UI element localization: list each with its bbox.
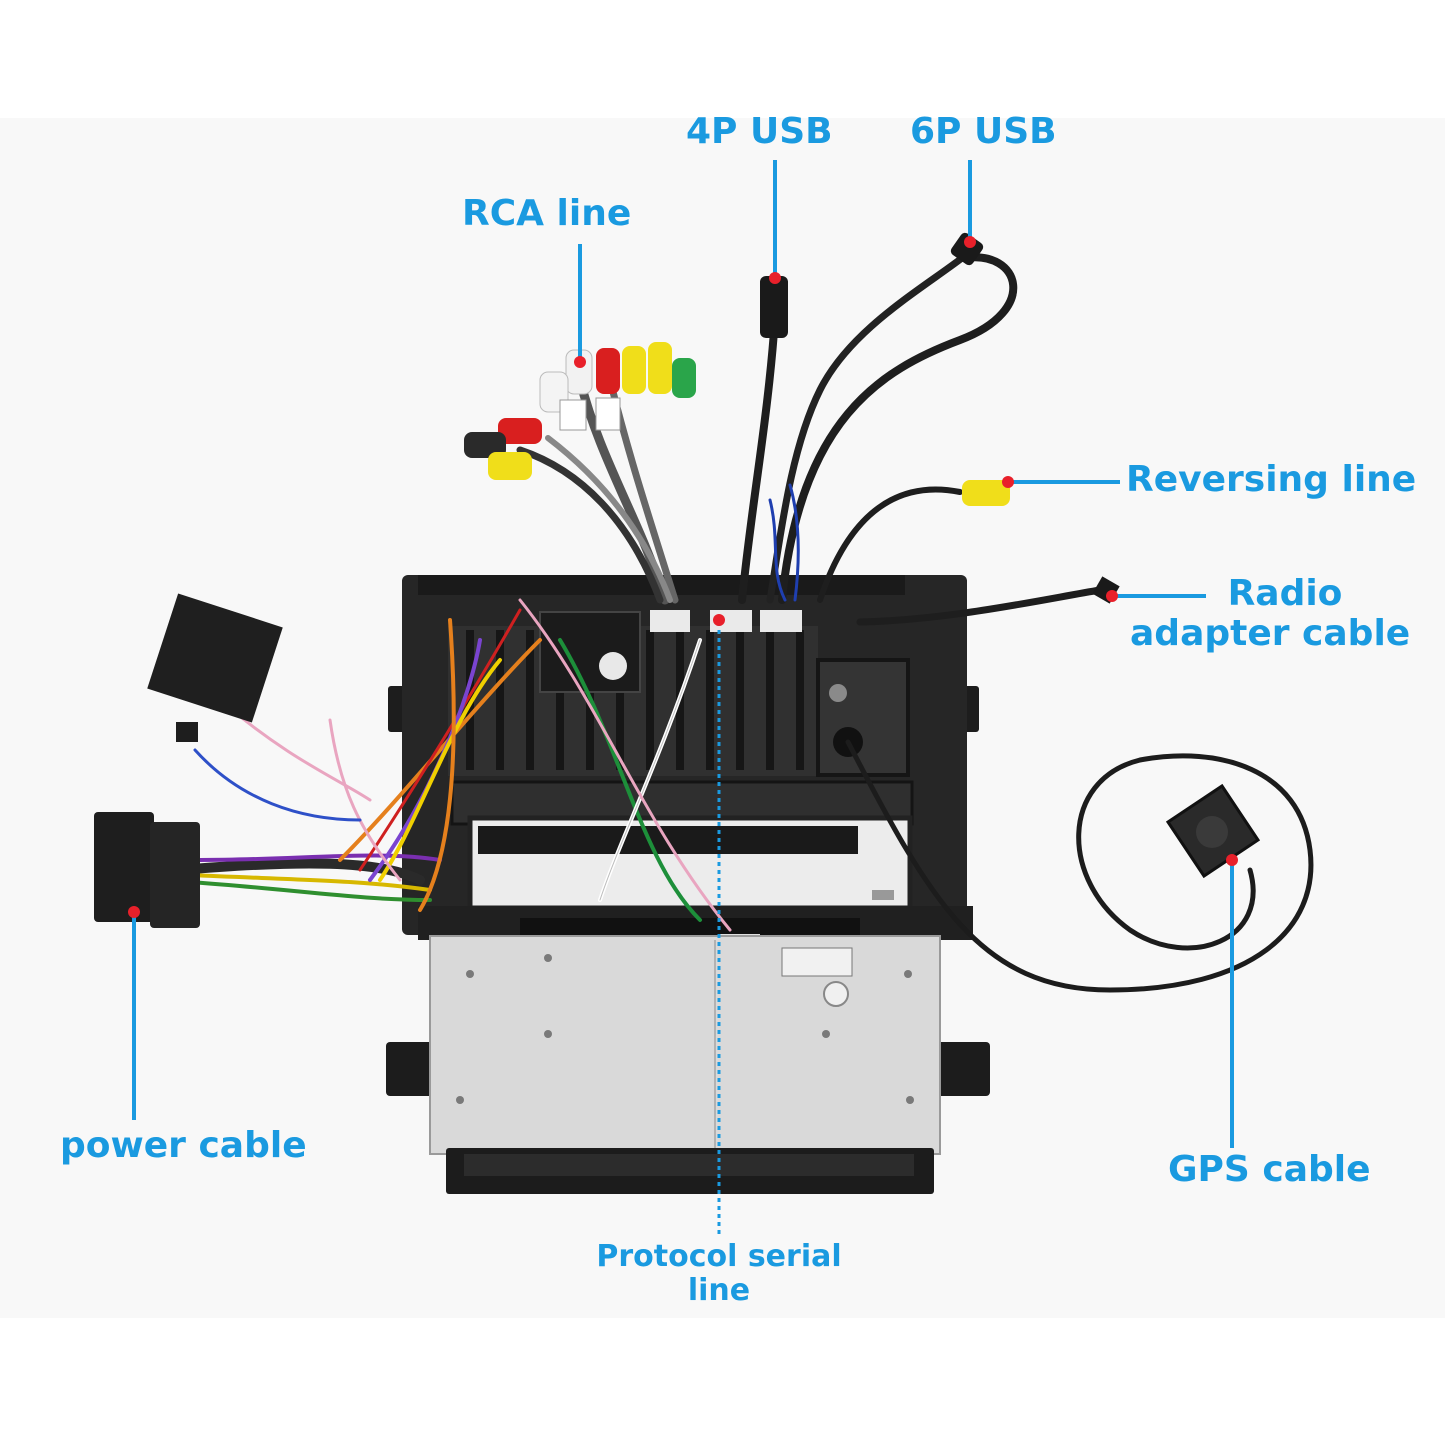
label-protocol-serial-line: Protocol serial line [584, 1240, 854, 1307]
head-unit [386, 575, 990, 1096]
metal-case [429, 935, 941, 1194]
label-power-cable: power cable [60, 1125, 307, 1166]
cables [175, 253, 1314, 993]
gps-antenna-icon [1165, 783, 1261, 879]
label-gps-cable: GPS cable [1168, 1149, 1371, 1190]
label-radio-line1: Radio [1227, 573, 1343, 614]
label-reversing-line: Reversing line [1126, 459, 1417, 500]
label-protocol-line2: line [687, 1272, 751, 1308]
label-rca-line: RCA line [462, 193, 632, 234]
label-protocol-line1: Protocol serial [596, 1239, 842, 1274]
marker-dots [128, 236, 1238, 918]
rca-connector-icon [464, 342, 696, 480]
label-6p-usb: 6P USB [910, 111, 1057, 152]
harness-plug-icon [94, 593, 283, 928]
label-4p-usb: 4P USB [686, 111, 833, 152]
rib-panel [448, 626, 818, 776]
usb-connector-icon [760, 276, 788, 338]
label-radio-line2: adapter cable [1130, 613, 1411, 655]
callout-lines [132, 160, 1234, 1236]
label-radio-adapter-cable: Radio adapter cable [1130, 573, 1410, 655]
